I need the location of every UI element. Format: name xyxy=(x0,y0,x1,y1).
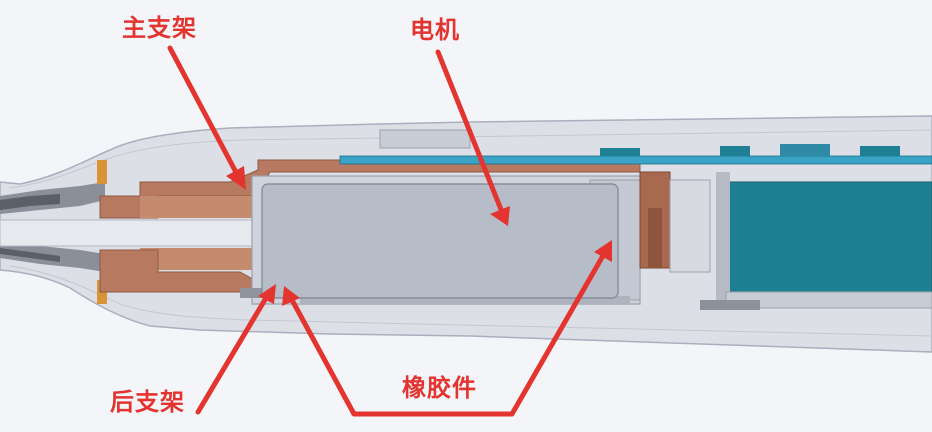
annotation-arrows xyxy=(167,45,607,417)
arrowhead-rubber-right xyxy=(594,240,612,262)
arrowhead-rear-bracket xyxy=(258,284,276,304)
annotation-arrowheads xyxy=(226,166,612,306)
arrowhead-motor xyxy=(490,206,510,226)
drive-shaft xyxy=(0,219,263,247)
label-motor: 电机 xyxy=(410,16,460,44)
rear-coupling xyxy=(639,171,711,273)
arrowhead-main-bracket xyxy=(226,166,246,190)
battery-contact xyxy=(700,300,760,310)
pcb-board xyxy=(339,129,932,165)
main-bracket-part xyxy=(99,159,641,293)
label-main-bracket: 主支架 xyxy=(122,14,197,42)
battery-clip xyxy=(716,172,730,300)
motor-body xyxy=(261,183,619,299)
battery xyxy=(725,181,932,293)
label-rear-bracket: 后支架 xyxy=(110,388,185,416)
arrowhead-rubber-left xyxy=(282,286,300,306)
label-rubber-part: 橡胶件 xyxy=(402,374,477,402)
